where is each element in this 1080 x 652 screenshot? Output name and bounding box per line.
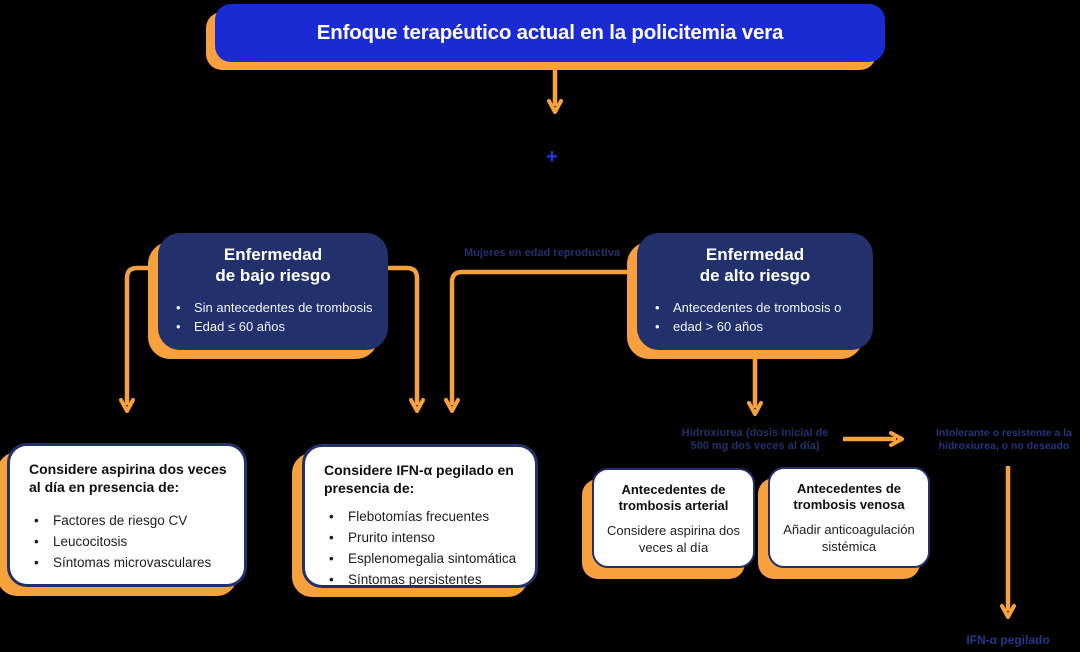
ifn-box-bullets: Flebotomías frecuentes Prurito intenso E… — [324, 506, 523, 590]
list-item: Prurito intenso — [327, 527, 523, 548]
ifn-box: Considere IFN-α pegilado en presencia de… — [302, 444, 538, 590]
low-risk-bullets: Sin antecedentes de trombosis Edad ≤ 60 … — [170, 298, 376, 336]
ifn-pegylated-label: IFN-α pegilado — [966, 633, 1050, 647]
list-item: Flebotomías frecuentes — [327, 506, 523, 527]
intolerant-label: Intolerante o resistente a la hidroxiure… — [936, 427, 1072, 452]
arrow-lowrisk-to-aspirin — [119, 265, 160, 413]
list-item: edad > 60 años — [655, 317, 861, 336]
reproductive-age-label: Mujeres en edad reproductiva — [464, 247, 620, 259]
list-item: Leucocitosis — [32, 531, 230, 552]
hydroxyurea-label: Hidroxiurea (dosis inicial de 500 mg dos… — [681, 427, 829, 452]
low-risk-box: Enfermedad de bajo riesgo Sin antecedent… — [158, 233, 388, 350]
venous-box-heading: Antecedentes de trombosis venosa — [793, 481, 905, 512]
arrow-lowrisk-to-ifn — [386, 265, 425, 413]
list-item: Antecedentes de trombosis o — [655, 298, 861, 317]
venous-thrombosis-box: Antecedentes de trombosis venosa Añadir … — [768, 467, 930, 568]
main-title: Enfoque terapéutico actual en la policit… — [316, 21, 784, 44]
high-risk-bullets: Antecedentes de trombosis o edad > 60 añ… — [649, 298, 861, 336]
low-risk-title: Enfermedad de bajo riesgo — [215, 245, 331, 285]
arterial-box-body: Considere aspirina dos veces al día — [607, 523, 740, 555]
high-risk-title: Enfermedad de alto riesgo — [699, 245, 811, 285]
aspirin-box: Considere aspirina dos veces al día en p… — [7, 443, 247, 587]
high-risk-box: Enfermedad de alto riesgo Antecedentes d… — [637, 233, 873, 350]
ifn-box-heading: Considere IFN-α pegilado en presencia de… — [324, 462, 514, 496]
aspirin-box-bullets: Factores de riesgo CV Leucocitosis Sínto… — [29, 510, 230, 573]
venous-box-body: Añadir anticoagulación sistémica — [783, 522, 915, 554]
list-item: Edad ≤ 60 años — [176, 317, 376, 336]
main-title-box: Enfoque terapéutico actual en la policit… — [215, 4, 885, 62]
arrow-highrisk-reproductive-to-ifn — [444, 269, 639, 413]
list-item: Factores de riesgo CV — [32, 510, 230, 531]
arterial-thrombosis-box: Antecedentes de trombosis arterial Consi… — [592, 468, 755, 568]
list-item: Sin antecedentes de trombosis — [176, 298, 376, 317]
aspirin-box-heading: Considere aspirina dos veces al día en p… — [29, 461, 227, 495]
list-item: Esplenomegalia sintomática — [327, 548, 523, 569]
list-item: Síntomas microvasculares — [32, 552, 230, 573]
list-item: Síntomas persistentes — [327, 569, 523, 590]
plus-sign: + — [546, 146, 558, 168]
arterial-box-heading: Antecedentes de trombosis arterial — [618, 482, 729, 513]
